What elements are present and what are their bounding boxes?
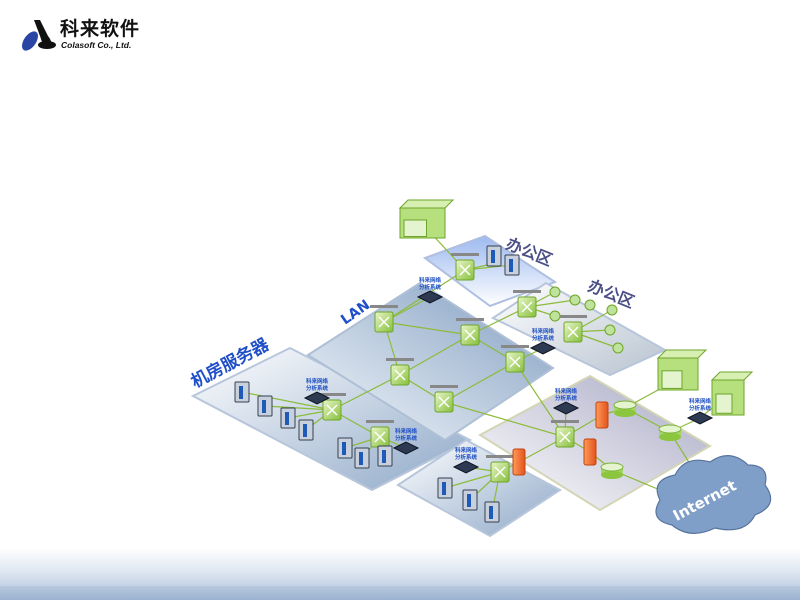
analyzer-appliance-icon (452, 460, 480, 474)
network-link (514, 361, 566, 438)
switch-icon[interactable] (517, 296, 537, 318)
network-link (264, 405, 333, 411)
workstation-icon[interactable] (606, 304, 618, 316)
device-name-placeholder (551, 420, 579, 423)
workstation-icon[interactable] (549, 310, 561, 322)
analyzer-appliance-icon (529, 341, 557, 355)
analyzer-label-line1: 科来网络 (419, 276, 442, 284)
device-name-placeholder (486, 455, 514, 458)
switch-icon[interactable] (322, 399, 342, 421)
server-icon[interactable] (504, 254, 520, 276)
server-icon[interactable] (280, 407, 296, 429)
analyzer-label-line1: 科来网络 (306, 377, 329, 385)
server-icon[interactable] (486, 245, 502, 267)
internet-cloud: Internet (655, 455, 772, 534)
analyzer-label-line2: 分析系统 (395, 434, 418, 442)
server-icon[interactable] (462, 489, 478, 511)
analyzer-label-line1: 科来网络 (455, 446, 478, 454)
switch-icon[interactable] (555, 426, 575, 448)
server-icon[interactable] (354, 447, 370, 469)
device-name-placeholder (430, 385, 458, 388)
router-icon[interactable] (658, 424, 682, 441)
branch-plane (396, 438, 562, 538)
switch-icon[interactable] (390, 364, 410, 386)
server-icon[interactable] (337, 437, 353, 459)
device-name-placeholder (456, 318, 484, 321)
analyzer-label-line2: 分析系统 (689, 404, 712, 412)
network-link (331, 374, 401, 411)
device-name-placeholder (370, 305, 398, 308)
analyzer-label-line2: 分析系统 (455, 453, 478, 461)
analyzer-appliance-icon (686, 411, 714, 425)
device-name-placeholder (318, 393, 346, 396)
firewall-icon[interactable] (512, 448, 526, 476)
workstation-icon[interactable] (549, 286, 561, 298)
slide-footer (0, 548, 800, 600)
device-name-placeholder (366, 420, 394, 423)
server-icon[interactable] (484, 501, 500, 523)
device-name-placeholder (501, 345, 529, 348)
workstation-icon[interactable] (584, 299, 596, 311)
device-name-placeholder (386, 358, 414, 361)
analyzer-label-line2: 分析系统 (555, 394, 578, 402)
device-name-placeholder (559, 315, 587, 318)
logo-chinese-name: 科来软件 (60, 18, 141, 40)
network-link (443, 361, 516, 403)
building-icon (656, 349, 708, 391)
switch-icon[interactable] (370, 426, 390, 448)
switch-icon[interactable] (434, 391, 454, 413)
workstation-icon[interactable] (569, 294, 581, 306)
server-icon[interactable] (437, 477, 453, 499)
switch-icon[interactable] (563, 321, 583, 343)
switch-icon[interactable] (505, 351, 525, 373)
network-link (399, 334, 471, 376)
network-link (383, 321, 471, 336)
workstation-icon[interactable] (612, 342, 624, 354)
firewall-icon[interactable] (595, 401, 609, 429)
analyzer-appliance-icon (303, 391, 331, 405)
router-icon[interactable] (613, 400, 637, 417)
analyzer-appliance-icon (552, 401, 580, 415)
analyzer-appliance-icon (392, 441, 420, 455)
switch-icon[interactable] (460, 324, 480, 346)
server-icon[interactable] (257, 395, 273, 417)
firewall-icon[interactable] (583, 438, 597, 466)
analyzer-appliance-icon (416, 290, 444, 304)
server-icon[interactable] (298, 419, 314, 441)
device-name-placeholder (513, 290, 541, 293)
building-icon (710, 371, 754, 416)
analyzer-label-line2: 分析系统 (419, 283, 442, 291)
network-link (443, 401, 566, 438)
analyzer-label-line2: 分析系统 (306, 384, 329, 392)
server-icon[interactable] (377, 445, 393, 467)
analyzer-label-line1: 科来网络 (532, 327, 555, 335)
logo-mark-icon (22, 20, 56, 51)
network-link (241, 391, 333, 411)
device-name-placeholder (451, 253, 479, 256)
server-icon[interactable] (234, 381, 250, 403)
analyzer-label-line1: 科来网络 (689, 397, 712, 405)
switch-icon[interactable] (374, 311, 394, 333)
logo-english-name: Colasoft Co., Ltd. (61, 40, 132, 50)
analyzer-label-line1: 科来网络 (555, 387, 578, 395)
building-icon (398, 199, 455, 239)
colasoft-logo: 科来软件 Colasoft Co., Ltd. (18, 14, 158, 54)
analyzer-label-line1: 科来网络 (395, 427, 418, 435)
analyzer-label-line2: 分析系统 (532, 334, 555, 342)
switch-icon[interactable] (455, 259, 475, 281)
switch-icon[interactable] (490, 461, 510, 483)
router-icon[interactable] (600, 462, 624, 479)
workstation-icon[interactable] (604, 324, 616, 336)
